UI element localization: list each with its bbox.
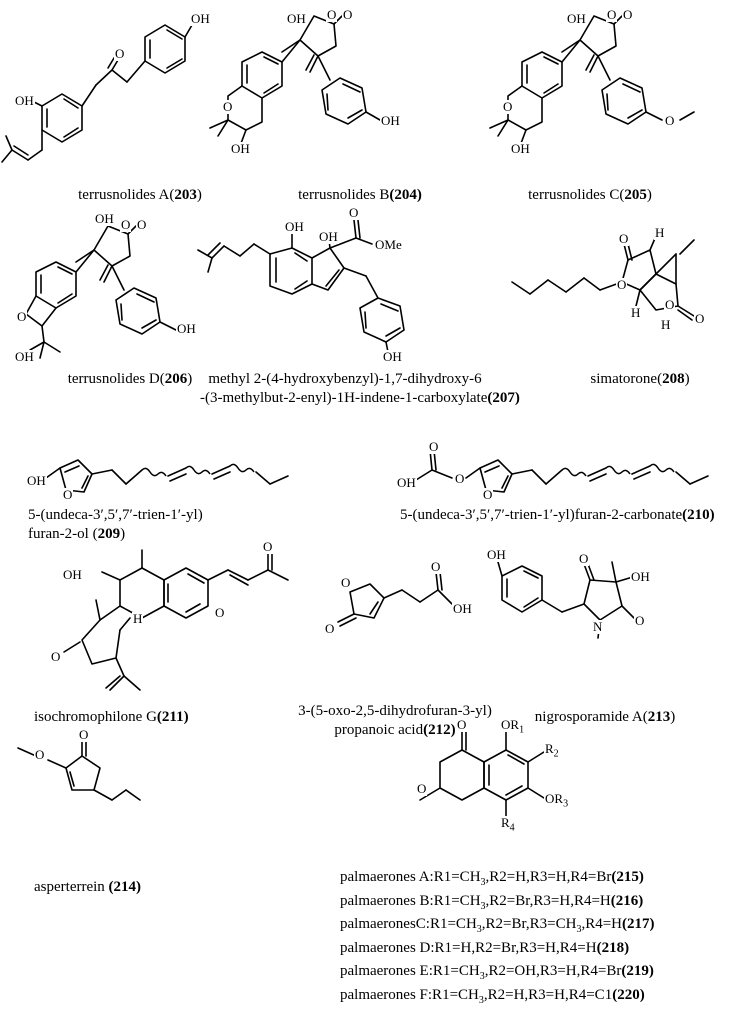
atom-oh: OH — [94, 211, 115, 226]
caption-205: terrusnolides C(205) — [528, 187, 652, 203]
atom-or1: OR1 — [500, 717, 526, 736]
caption-216: palmaerones B:R1=CH3,R2=Br,R3=H,R4=H(216… — [340, 892, 644, 912]
atom-h: H — [630, 305, 642, 320]
atom-o: O — [342, 7, 354, 22]
atom-o: O — [136, 217, 148, 232]
caption-219: palmaerones E:R1=CH3,R2=OH,R3=H,R4=Br(21… — [340, 963, 654, 982]
caption-212: 3-(5-oxo-2,5-dihydrofuran-3-yl) propanoi… — [298, 703, 492, 738]
caption-220: palmaerones F:R1=CH3,R2=H,R3=H,R4=C1(220… — [340, 986, 645, 1006]
atom-o: O — [114, 46, 126, 61]
atom-r4: R4 — [500, 815, 516, 834]
palmaerones-list: palmaerones A:R1=CH3,R2=H,R3=H,R4=Br(215… — [340, 866, 655, 1007]
caption-208: simatorone(208) — [590, 371, 690, 387]
caption-207: methyl 2-(4-hydroxybenzyl)-1,7-dihydroxy… — [200, 371, 520, 406]
structure-213 — [497, 561, 637, 639]
caption-214: asperterrein (214) — [34, 879, 142, 895]
atom-r2: R2 — [544, 741, 560, 760]
caption-215: palmaerones A:R1=CH3,R2=H,R3=H,R4=Br(215… — [340, 869, 644, 888]
caption-209: 5-(undeca-3′,5′,7′-trien-1′-yl) furan-2-… — [28, 507, 203, 542]
atom-o: O — [50, 649, 62, 664]
atom-o: O — [348, 205, 360, 220]
atom-h: H — [132, 611, 144, 626]
atom-o: O — [214, 605, 226, 620]
structure-210 — [415, 449, 709, 493]
atom-o: O — [324, 621, 336, 636]
structure-207 — [197, 219, 405, 353]
structure-203 — [1, 24, 193, 163]
atom-ome: OMe — [374, 237, 403, 252]
atom-oh: OH — [14, 93, 35, 108]
atom-o: O — [340, 575, 352, 590]
atom-oh: OH — [176, 321, 197, 336]
structure-palmaerones — [419, 731, 545, 817]
atom-oh: OH — [286, 11, 307, 26]
atom-o: O — [430, 559, 442, 574]
structure-214 — [17, 739, 141, 801]
atom-o: O — [634, 613, 646, 628]
atom-oh: OH — [452, 601, 473, 616]
atom-o: O — [34, 747, 46, 762]
atom-o: O — [456, 717, 468, 732]
atom-o: O — [78, 727, 90, 742]
structure-204 — [209, 15, 381, 147]
structure-209 — [45, 459, 289, 493]
atom-o: O — [664, 113, 676, 128]
atom-oh: OH — [190, 11, 211, 26]
structure-205 — [489, 15, 695, 147]
atom-o: O — [326, 7, 338, 22]
atom-oh: OH — [26, 473, 47, 488]
atom-oh: OH — [230, 141, 251, 156]
caption-210: 5-(undeca-3′,5′,7′-trien-1′-yl)furan-2-c… — [400, 507, 715, 523]
caption-211: isochromophilone G(211) — [34, 709, 189, 725]
atom-oh: OH — [14, 349, 35, 364]
atom-oh: OH — [284, 219, 305, 234]
atom-o: O — [416, 781, 428, 796]
atom-oh: OH — [510, 141, 531, 156]
atom-oh: OH — [396, 475, 417, 490]
atom-oh: OH — [62, 567, 83, 582]
atom-o: O — [502, 99, 514, 114]
atom-o: O — [618, 231, 630, 246]
atom-o: O — [606, 7, 618, 22]
caption-204: terrusnolides B(204) — [298, 187, 422, 203]
atom-h: H — [660, 317, 672, 332]
atom-o: O — [120, 217, 132, 232]
atom-or3: OR3 — [544, 791, 570, 810]
atom-o: O — [16, 309, 28, 324]
caption-218: palmaerones D:R1=H,R2=Br,R3=H,R4=H(218) — [340, 939, 630, 956]
atom-o: O — [62, 487, 74, 502]
structure-212 — [337, 571, 453, 627]
atom-o: O — [482, 487, 494, 502]
atom-oh: OH — [382, 349, 403, 364]
atom-o: O — [578, 551, 590, 566]
atom-o: O — [222, 99, 234, 114]
atom-oh: OH — [380, 113, 401, 128]
structure-206 — [25, 225, 177, 359]
caption-213: nigrosporamide A(213) — [534, 709, 676, 725]
structure-211 — [63, 549, 289, 691]
atom-h: H — [654, 225, 666, 240]
atom-oh: OH — [486, 547, 507, 562]
atom-oh: OH — [318, 229, 339, 244]
caption-217: palmaeronesC:R1=CH3,R2=Br,R3=CH3,R4=H(21… — [340, 916, 655, 935]
atom-o: O — [622, 7, 634, 22]
atom-n: N — [592, 619, 604, 634]
caption-206: terrusnolides D(206) — [67, 371, 193, 387]
atom-oh: OH — [630, 569, 651, 584]
atom-o: O — [428, 439, 440, 454]
atom-oh: OH — [566, 11, 587, 26]
caption-203: terrusnolides A(203) — [78, 187, 202, 203]
atom-o: O — [616, 277, 628, 292]
atom-o: O — [454, 471, 466, 486]
atom-o: O — [664, 297, 676, 312]
atom-o: O — [262, 539, 274, 554]
atom-o: O — [694, 311, 706, 326]
